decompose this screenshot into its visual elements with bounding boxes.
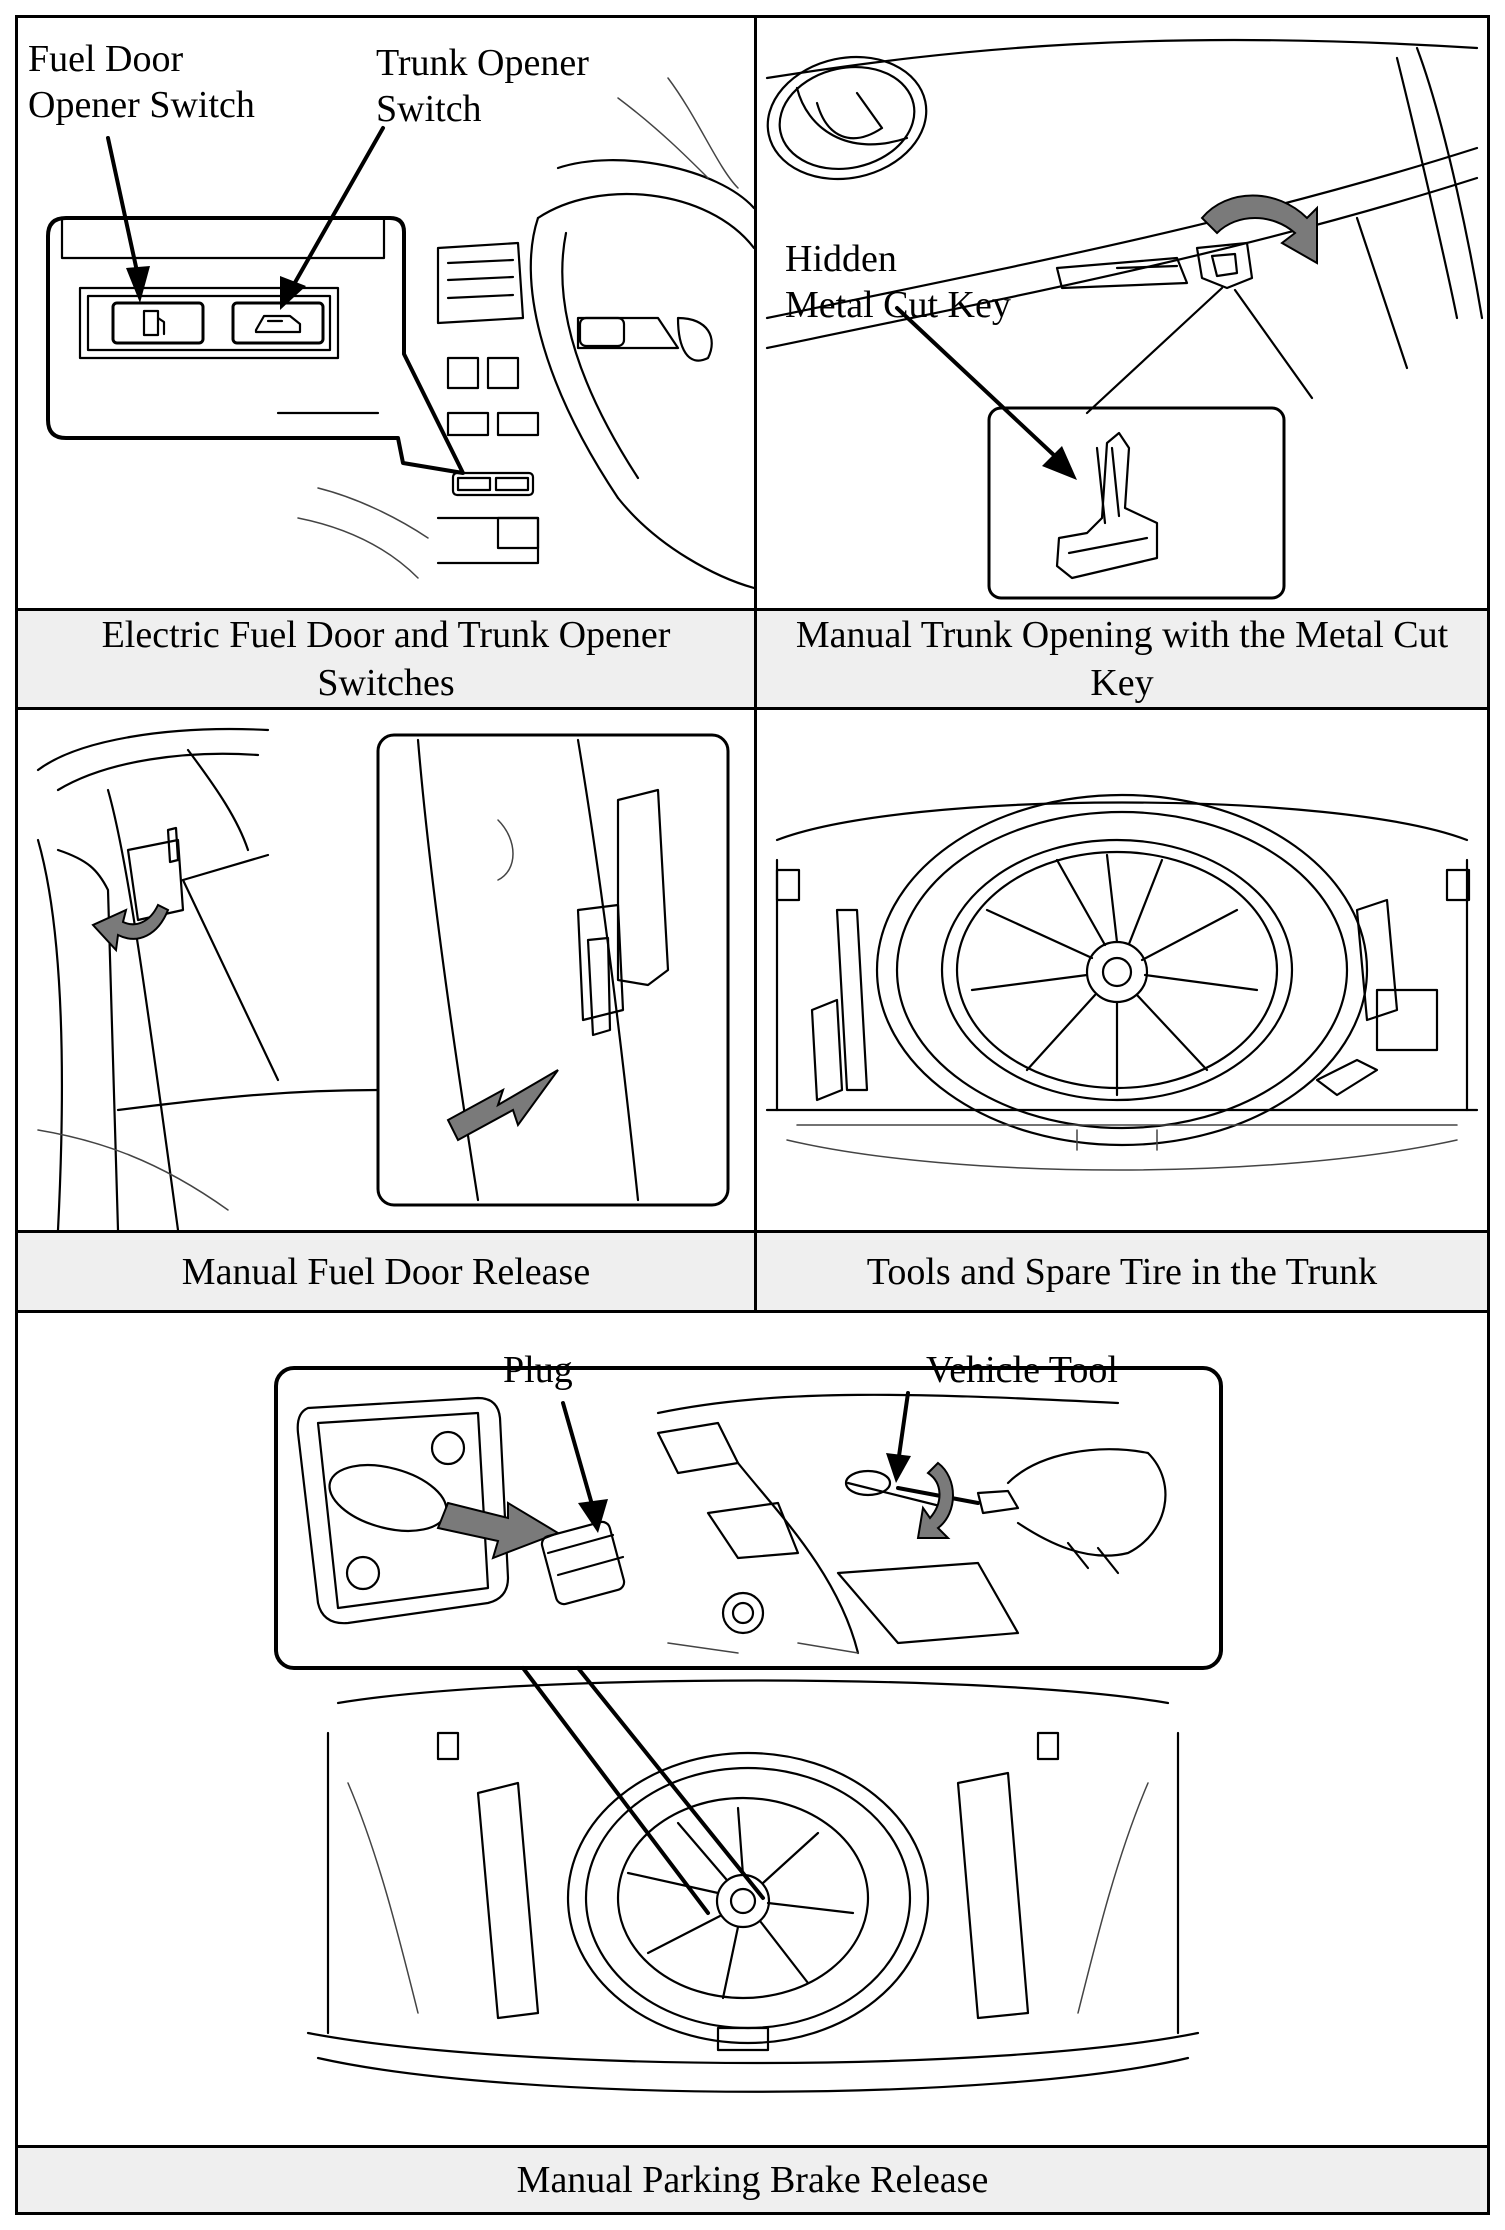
vehicle-tool-label: Vehicle Tool (926, 1349, 1118, 1391)
trunk-spare-tire-drawing (765, 793, 1479, 1171)
trunk-lid-drawing (765, 38, 1484, 600)
trunk-side-panel-drawing (36, 727, 730, 1230)
parking-brake-drawing (274, 1366, 1223, 2093)
illustration-fuel-door-release (18, 710, 754, 1230)
dashboard-switches-drawing (46, 77, 754, 590)
caption-spare-tire: Tools and Spare Tire in the Trunk (757, 1233, 1487, 1310)
divider-row1-caption (15, 608, 1490, 611)
divider-vertical (754, 15, 757, 1310)
divider-row1-bottom (15, 707, 1490, 710)
outer-border (15, 15, 1490, 2215)
divider-row3-caption (15, 2145, 1490, 2148)
illustration-spare-tire (757, 710, 1487, 1230)
trunk-opener-switch-label: Trunk Opener Switch (376, 42, 589, 130)
caption-fuel-trunk-switches: Electric Fuel Door and Trunk Opener Swit… (18, 611, 754, 707)
illustration-trunk-metal-key: Hidden Metal Cut Key (757, 18, 1487, 608)
illustration-fuel-trunk-switches: Fuel Door Opener Switch Trunk Opener Swi… (18, 18, 754, 608)
caption-parking-brake-release: Manual Parking Brake Release (18, 2148, 1487, 2212)
caption-trunk-metal-key: Manual Trunk Opening with the Metal Cut … (757, 611, 1487, 707)
fuel-door-opener-switch-label: Fuel Door Opener Switch (28, 38, 255, 126)
divider-row2-bottom (15, 1310, 1490, 1313)
illustration-parking-brake-release: Plug Vehicle Tool (18, 1313, 1487, 2145)
divider-row2-caption (15, 1230, 1490, 1233)
trunk-switch-button (231, 301, 325, 345)
hidden-metal-cut-key-label: Hidden Metal Cut Key (785, 238, 1011, 326)
caption-fuel-door-release: Manual Fuel Door Release (18, 1233, 754, 1310)
plug-label: Plug (503, 1349, 573, 1391)
